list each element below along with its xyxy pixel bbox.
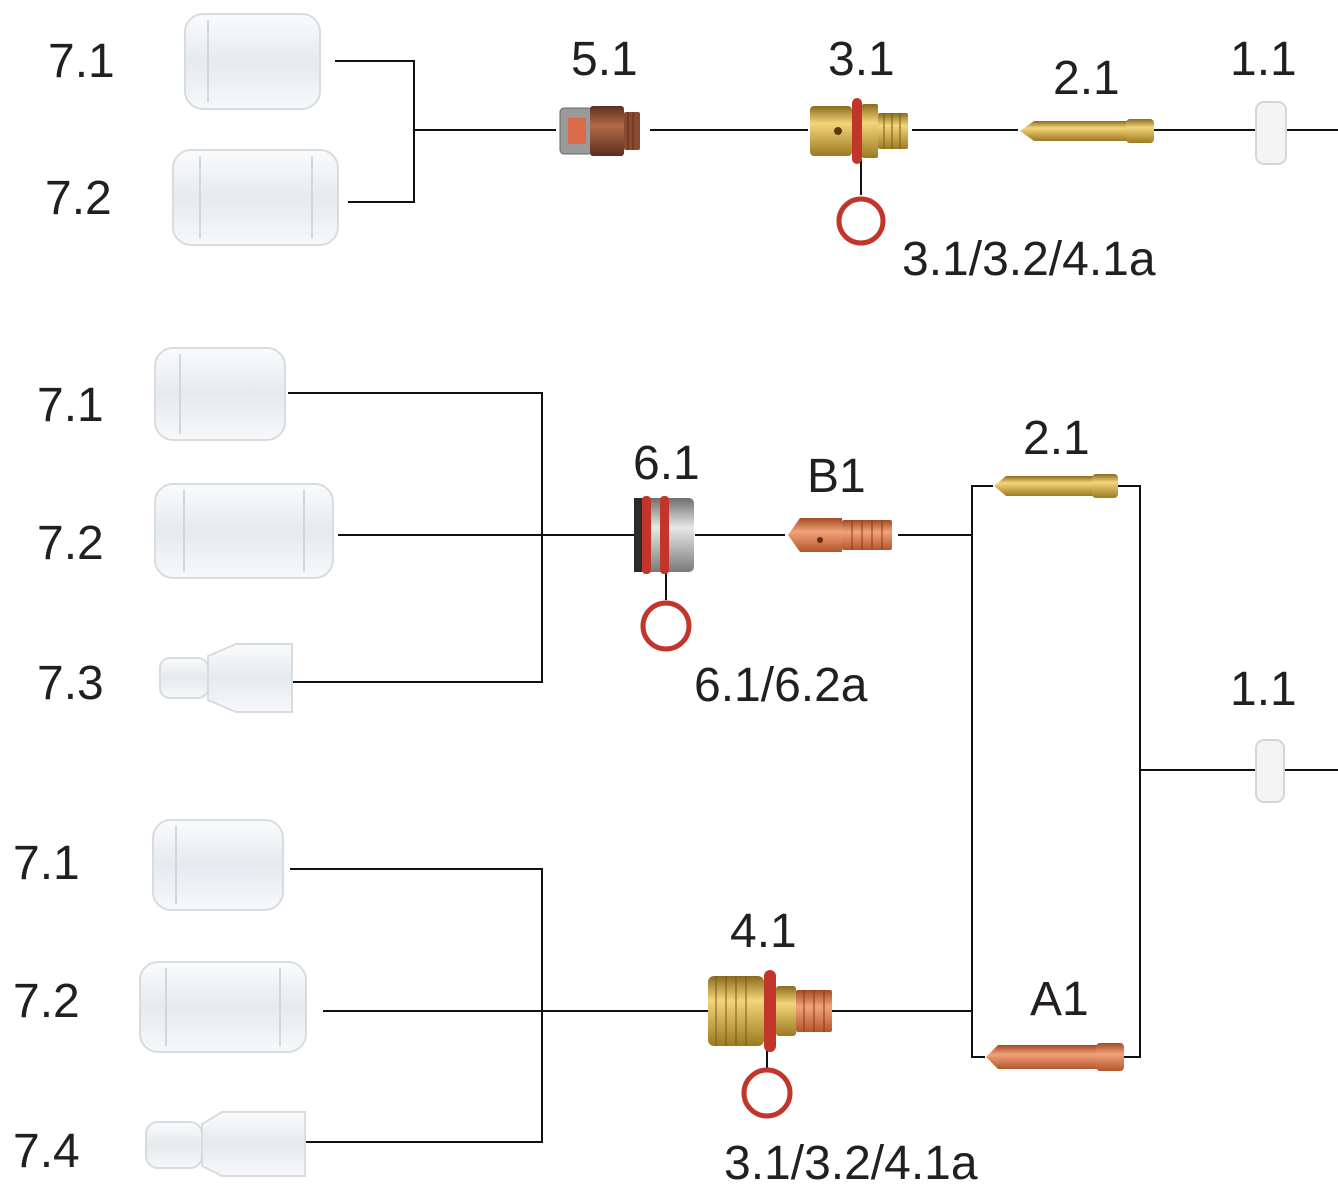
section2-collet-body-b1-image	[788, 518, 892, 552]
section2-insulator-6-1-image	[634, 496, 694, 574]
section1-gas-lens-5-1-image	[559, 106, 640, 156]
section1-collet-2-1-image	[1020, 119, 1154, 143]
label-2-1: 2.1	[1023, 412, 1090, 465]
label-6-1: 6.1	[633, 437, 700, 490]
section3-oring-image	[741, 1067, 793, 1119]
label-b1: B1	[807, 450, 866, 503]
section1-gas-cup-7-2-image	[172, 149, 339, 246]
section3-gas-cup-7-2-image	[139, 961, 307, 1053]
label-7-2: 7.2	[37, 517, 104, 570]
section1-collet-body-3-1-image	[810, 98, 908, 164]
section1-gas-cup-7-1-image	[184, 13, 321, 110]
label-7-1: 7.1	[13, 837, 80, 890]
section2-oring-image	[640, 600, 692, 652]
collet-bracket-lines	[971, 485, 1338, 1058]
section1-connector-lines	[335, 60, 1338, 203]
label-7-4: 7.4	[13, 1125, 80, 1178]
section2-gas-cup-7-3-image	[159, 643, 293, 713]
section2-gas-cup-7-2-image	[154, 483, 334, 579]
section2-collet-2-1-image	[994, 474, 1118, 498]
section2-gas-cup-7-1-image	[154, 347, 286, 441]
section3-large-body-4-1-image	[708, 970, 832, 1052]
section3-gas-cup-7-4-image	[145, 1111, 306, 1177]
label-2-1: 2.1	[1053, 52, 1120, 105]
section1-back-cap-1-1-image	[1255, 101, 1287, 165]
label-7-2: 7.2	[45, 172, 112, 225]
label-a1: A1	[1030, 973, 1089, 1026]
label-5-1: 5.1	[571, 33, 638, 86]
section3-collet-a1-image	[986, 1043, 1124, 1071]
label-3-1: 3.1	[828, 33, 895, 86]
label-oring-part-numbers: 6.1/6.2a	[694, 659, 868, 712]
label-1-1: 1.1	[1230, 33, 1297, 86]
label-7-1: 7.1	[48, 35, 115, 88]
section1-oring-image	[836, 196, 886, 246]
label-4-1: 4.1	[730, 905, 797, 958]
section3-connector-lines	[290, 868, 972, 1143]
label-7-3: 7.3	[37, 657, 104, 710]
label-7-2: 7.2	[13, 975, 80, 1028]
section2-connector-lines	[288, 392, 972, 683]
label-oring-part-numbers: 3.1/3.2/4.1a	[724, 1137, 978, 1185]
label-oring-part-numbers: 3.1/3.2/4.1a	[902, 233, 1156, 286]
label-7-1: 7.1	[37, 379, 104, 432]
section2-back-cap-1-1-image	[1255, 739, 1285, 803]
section3-gas-cup-7-1-image	[152, 819, 284, 911]
label-1-1: 1.1	[1230, 663, 1297, 716]
